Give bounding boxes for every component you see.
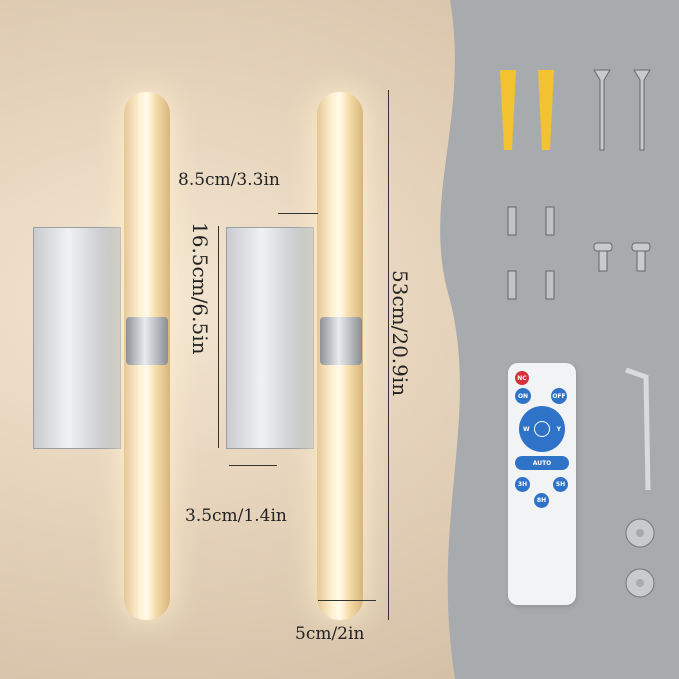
dpad[interactable]: W Y (519, 406, 565, 452)
depth-label: 3.5cm/1.4in (185, 506, 287, 526)
total-height-line (388, 90, 389, 620)
diameter-label: 5cm/2in (295, 624, 365, 644)
total-height-label: 53cm/20.9in (388, 270, 412, 397)
depth-line (229, 465, 277, 466)
center-button[interactable] (534, 421, 550, 437)
screw-icon (593, 69, 651, 151)
on-button[interactable]: ON (515, 388, 531, 404)
lamp-1-base-plate (33, 227, 121, 449)
nc-button[interactable]: NC (515, 371, 529, 385)
3h-button[interactable]: 3H (515, 477, 530, 492)
hex-key-icon (625, 367, 651, 491)
w-button[interactable]: W (523, 425, 530, 433)
remote-control: NC ON OFF W Y AUTO 3H 5H 8H (508, 363, 576, 605)
hex-key-and-washers (625, 367, 655, 598)
diameter-line (318, 600, 376, 601)
auto-button[interactable]: AUTO (515, 456, 569, 470)
plate-height-line (218, 226, 219, 448)
bolt-icon (593, 242, 651, 272)
lamp-2-collar (320, 317, 362, 365)
5h-button[interactable]: 5H (553, 477, 568, 492)
wall-anchor-icon (500, 70, 554, 150)
hardware-set (500, 69, 651, 300)
lamp-2-base-plate (226, 227, 314, 449)
8h-button[interactable]: 8H (534, 493, 549, 508)
lamp-1-collar (126, 317, 168, 365)
plate-height-label: 16.5cm/6.5in (188, 222, 212, 355)
y-button[interactable]: Y (556, 425, 561, 433)
off-button[interactable]: OFF (551, 388, 567, 404)
gap-label: 8.5cm/3.3in (178, 170, 280, 190)
gap-line (278, 213, 318, 214)
spring-icon (507, 206, 555, 300)
